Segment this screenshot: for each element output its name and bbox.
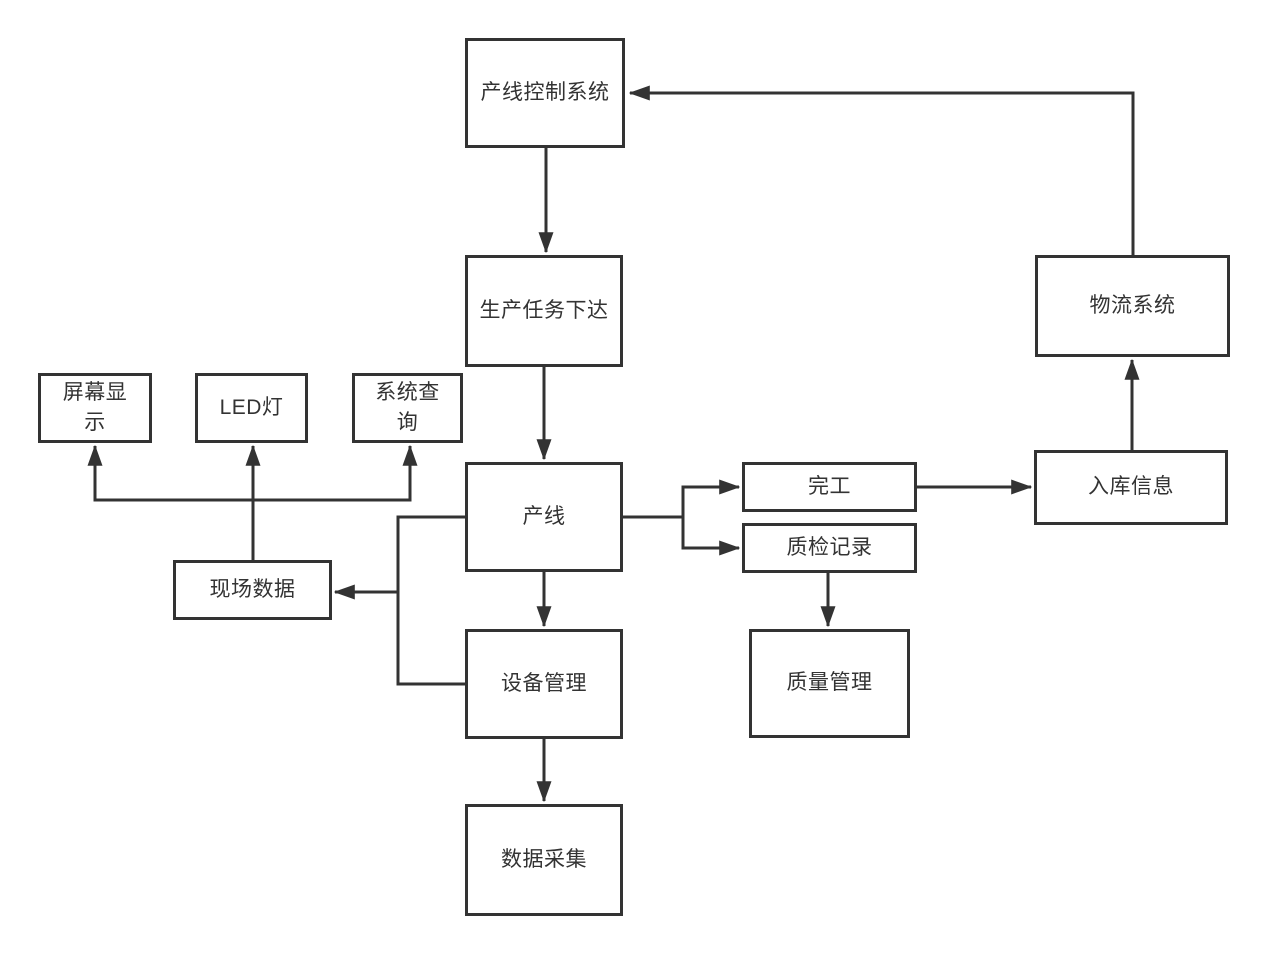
node-equipment-management: 设备管理 [465, 629, 623, 739]
node-label: 质检记录 [786, 535, 873, 559]
node-label: 完工 [808, 474, 851, 498]
node-screen-display: 屏幕显示 [38, 373, 152, 443]
node-label: 入库信息 [1088, 475, 1174, 499]
node-quality-inspection-record: 质检记录 [742, 523, 917, 573]
edge-line-to-completion [623, 479, 741, 519]
node-label: 现场数据 [209, 577, 296, 601]
node-label: 屏幕显示 [62, 380, 128, 434]
node-logistics-system: 物流系统 [1035, 255, 1230, 357]
node-system-query: 系统查询 [352, 373, 463, 443]
node-label: 设备管理 [501, 671, 587, 695]
edge-line-to-field-data [333, 515, 465, 600]
node-inbound-info: 入库信息 [1034, 450, 1228, 525]
node-label: 物流系统 [1089, 293, 1176, 317]
node-data-collection: 数据采集 [465, 804, 623, 916]
node-label: 产线 [522, 504, 566, 528]
node-label: 质量管理 [786, 671, 873, 695]
node-label: LED灯 [219, 395, 284, 419]
edge-equipment-to-field-data [396, 592, 465, 686]
node-label: 数据采集 [501, 847, 587, 871]
edge-logistics-to-control [628, 85, 1135, 255]
node-production-control-system: 产线控制系统 [465, 38, 625, 148]
node-completion: 完工 [742, 462, 917, 512]
node-label: 生产任务下达 [479, 298, 609, 322]
node-field-data: 现场数据 [173, 560, 332, 620]
node-production-line: 产线 [465, 462, 623, 572]
node-quality-management: 质量管理 [749, 629, 910, 738]
node-led-light: LED灯 [195, 373, 308, 443]
edge-line-to-qc-record [681, 517, 741, 556]
node-label: 系统查询 [375, 380, 440, 434]
node-label: 产线控制系统 [480, 80, 610, 104]
node-production-task-issue: 生产任务下达 [465, 255, 623, 367]
edge-field-to-query [251, 444, 418, 560]
edge-field-to-screen [87, 444, 255, 560]
